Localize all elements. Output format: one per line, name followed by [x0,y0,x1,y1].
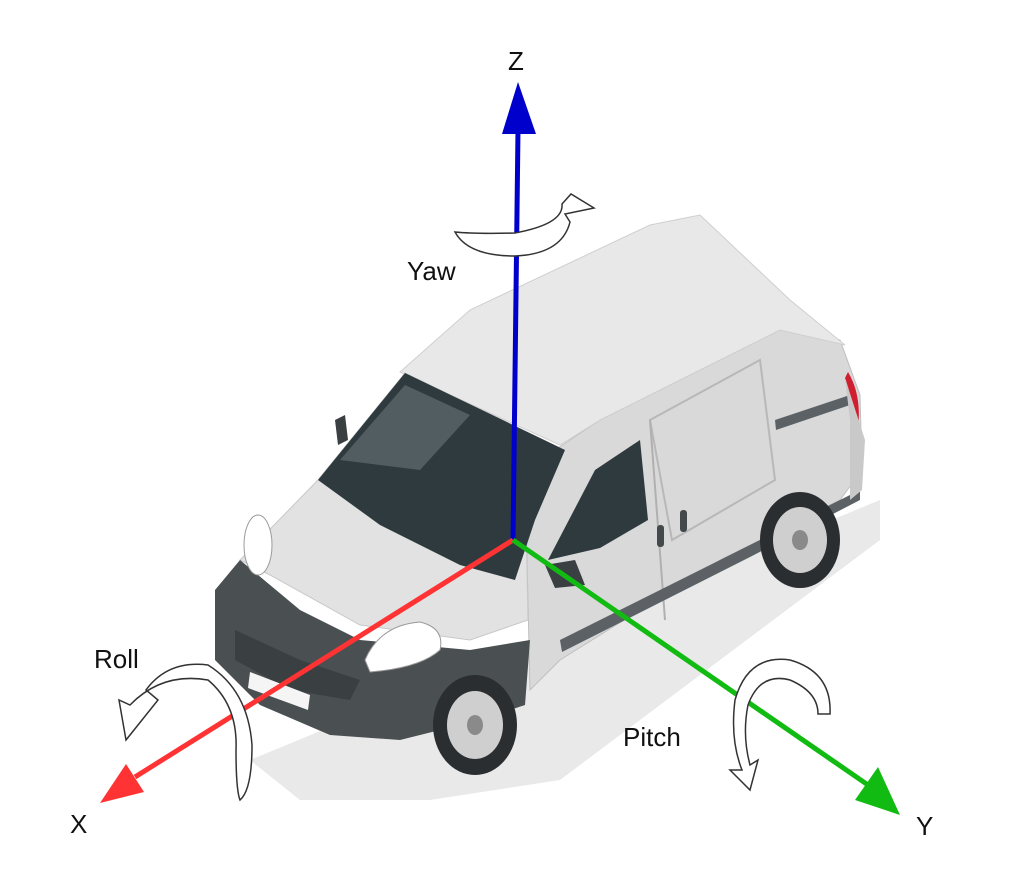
door-seam [649,419,666,621]
z-axis-arrowhead [502,82,536,134]
side-trim-upper [775,395,850,430]
rear-corner [845,378,865,500]
front-door-window [548,440,648,560]
yaw-label: Yaw [407,256,456,286]
y-axis-label: Y [916,811,933,841]
z-axis-line [510,129,521,541]
pitch-rotation-arrow [728,658,831,792]
van-grille [235,630,360,700]
side-mirror [335,415,348,445]
windshield-glare [340,385,470,470]
van-illustration [215,214,880,800]
front-wheel [433,675,517,775]
x-axis-arrowhead [100,764,144,803]
pitch-label: Pitch [623,722,681,752]
roll-label: Roll [94,644,139,674]
rear-wheel [760,492,840,588]
x-axis-line [133,537,515,780]
door-handle-1 [657,525,664,547]
y-axis-arrowhead [855,767,900,815]
sliding-door-outline [648,358,777,542]
headlight-left [243,514,273,576]
door-handle-2 [680,510,687,532]
x-axis-label: X [70,809,87,839]
license-plate [248,672,310,710]
coordinate-axes [100,82,900,815]
van-roof [399,214,846,446]
headlight-right [364,621,442,673]
y-axis-line [511,537,870,788]
roll-rotation-arrow [118,663,253,802]
z-axis-label: Z [508,46,524,76]
yaw-rotation-arrow [453,193,597,257]
